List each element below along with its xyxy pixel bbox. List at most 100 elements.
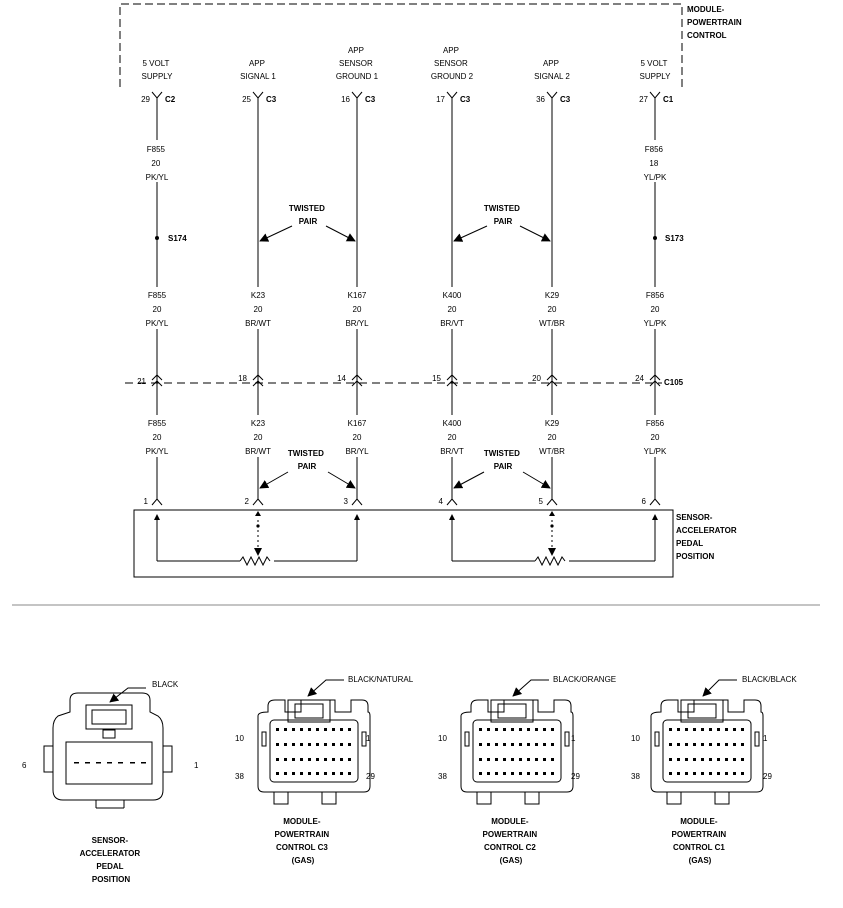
pcm-connector-id: C2	[165, 95, 176, 104]
pcm-connector-id: C1	[663, 95, 674, 104]
svg-text:S173: S173	[665, 234, 684, 243]
connector-housing	[257, 699, 371, 793]
potentiometer-1	[154, 511, 360, 567]
connector-name: MODULE- POWERTRAIN CONTROL C3 (GAS)	[275, 817, 332, 865]
svg-text:TWISTED PAIR: TWISTED PAIR	[484, 204, 522, 226]
pcm-pin-label: APP SENSOR GROUND 2	[431, 46, 474, 81]
sensor-pin-number: 5	[539, 497, 544, 506]
connector-name: SENSOR- ACCELERATOR PEDAL POSITION	[80, 836, 143, 884]
connector-pin-label: 29	[571, 772, 580, 781]
resistor-icon	[239, 555, 271, 567]
twisted-pair-upper-1: TWISTED PAIR	[259, 204, 356, 242]
svg-text:S174: S174	[168, 234, 187, 243]
pcm-connector-id: C3	[266, 95, 277, 104]
pcm-pin-label: 5 VOLT SUPPLY	[142, 59, 174, 81]
sensor-pins: 1 2 3 4 5 6	[144, 497, 661, 506]
c105-pin: 20	[532, 374, 541, 383]
pcm-pin-number: 17	[436, 95, 445, 104]
connector-pin-label: 38	[235, 772, 244, 781]
sensor-pin-number: 4	[439, 497, 444, 506]
pcm-pin-number: 36	[536, 95, 545, 104]
connector-color-label: BLACK/NATURAL	[348, 675, 414, 684]
pcm-pin-number: 16	[341, 95, 350, 104]
connector-pin-label: 1	[763, 734, 768, 743]
svg-text:TWISTED PAIR: TWISTED PAIR	[288, 449, 326, 471]
connector-pin-label: 38	[438, 772, 447, 781]
pcm-pin-number: 29	[141, 95, 150, 104]
connector-pin-label: 29	[366, 772, 375, 781]
sensor-label: SENSOR- ACCELERATOR PEDAL POSITION	[676, 513, 739, 561]
connector-color-label: BLACK/BLACK	[742, 675, 797, 684]
pcm-module-outline	[119, 3, 683, 87]
c105-terminals	[151, 374, 661, 387]
sensor-pin-number: 6	[642, 497, 647, 506]
splice-s173: S173	[653, 234, 684, 243]
c105-pin: 14	[337, 374, 346, 383]
sensor-app-component: SENSOR- ACCELERATOR PEDAL POSITION	[133, 509, 739, 578]
side-latch	[43, 745, 54, 773]
pcm-module-label: MODULE- POWERTRAIN CONTROL	[687, 5, 744, 40]
connector-c105: 21 18 14 15 20 24 C105	[125, 374, 684, 387]
side-latch	[162, 745, 173, 773]
connector-view-pcm-c2: BLACK/ORANGE 10 1 38 29 MODULE- POWERTRA…	[438, 675, 616, 865]
connector-color-label: BLACK	[152, 680, 179, 689]
pcm-pin-label: 5 VOLT SUPPLY	[640, 59, 672, 81]
sensor-outline	[133, 509, 674, 578]
pcm-pin-label: APP SIGNAL 2	[534, 59, 570, 81]
pcm-connector-id: C3	[365, 95, 376, 104]
connector-pin-label: 1	[194, 761, 199, 770]
splice-s174: S174	[155, 234, 187, 243]
pcm-pin-number: 27	[639, 95, 648, 104]
pin-row	[74, 762, 146, 764]
pin-terminal	[151, 91, 163, 99]
svg-text:TWISTED PAIR: TWISTED PAIR	[484, 449, 522, 471]
connector-housing	[460, 699, 574, 793]
connector-view-pcm-c3: BLACK/NATURAL 10 1 38 29 MODULE- POWERTR…	[235, 675, 414, 865]
sensor-pin-number: 3	[344, 497, 349, 506]
pin-grid	[479, 728, 554, 775]
pcm-pin-label: APP SENSOR GROUND 1	[336, 46, 379, 81]
svg-text:F855 20 PK/YL: F855 20 PK/YL	[146, 145, 169, 182]
resistor-icon	[534, 555, 566, 567]
svg-text:F856 18 YL/PK: F856 18 YL/PK	[644, 145, 667, 182]
sensor-pin-number: 2	[245, 497, 250, 506]
pin-terminal	[252, 91, 264, 99]
c105-pin: 15	[432, 374, 441, 383]
pin-grid	[276, 728, 351, 775]
connector-housing	[650, 699, 764, 793]
pin-terminal	[546, 91, 558, 99]
wire-label-upper-0: F855 20 PK/YL	[138, 140, 176, 182]
connector-pin-label: 38	[631, 772, 640, 781]
sensor-pin-number: 1	[144, 497, 149, 506]
twisted-pair-lower-1: TWISTED PAIR	[259, 449, 356, 489]
connector-view-sensor-app: BLACK 6 1 SENSOR- ACCELERATOR PEDAL POSI…	[22, 680, 199, 884]
connector-pin-label: 1	[366, 734, 371, 743]
pin-terminal	[649, 91, 661, 99]
svg-text:TWISTED PAIR: TWISTED PAIR	[289, 204, 327, 226]
pcm-connector-id: C3	[460, 95, 471, 104]
connector-pin-label: 10	[438, 734, 447, 743]
connector-name: MODULE- POWERTRAIN CONTROL C1 (GAS)	[672, 817, 729, 865]
connector-pin-label: 6	[22, 761, 27, 770]
c105-label: C105	[664, 378, 684, 387]
